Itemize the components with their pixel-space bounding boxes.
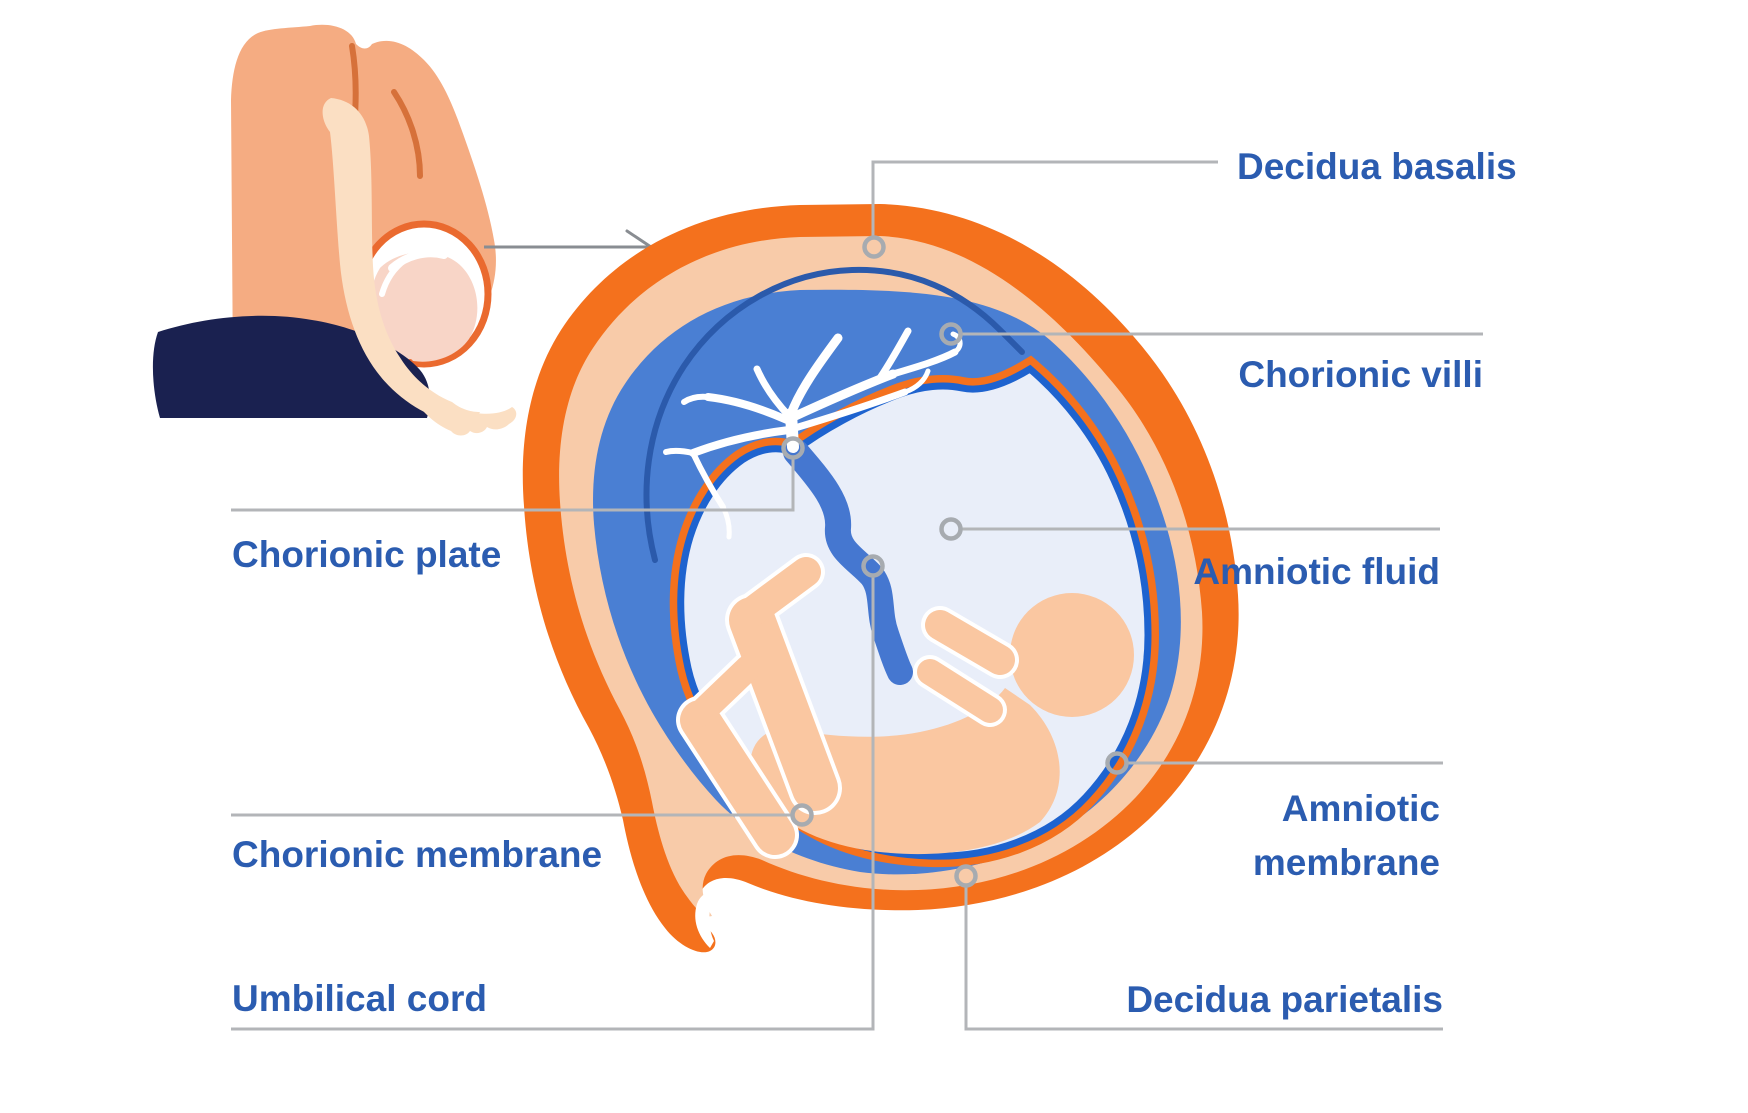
leader-umbilical-cord [231,577,875,1031]
chorionic-villi-anchor-ring [939,322,963,346]
label-amniotic-fluid: Amniotic fluid [1193,551,1440,592]
fetus-thigh [729,597,838,811]
label-decidua-parietalis: Decidua parietalis [1126,979,1443,1020]
leader-lines [231,160,1483,1031]
mother-arm [322,98,480,424]
amniotic-fluid-anchor-ring [939,517,963,541]
label-chorionic-plate: Chorionic plate [232,534,502,575]
chorionic-membrane-anchor-ring [790,803,814,827]
fetus-head [1010,593,1134,717]
label-decidua-basalis: Decidua basalis [1237,146,1517,187]
fetus-lower-foot [687,655,761,727]
fetus-body [750,688,1060,855]
leader-decidua-basalis [871,160,1218,236]
pregnant-woman-illustration [152,24,517,436]
amniotic-membrane-anchor-ring [1105,751,1129,775]
label-umbilical-cord: Umbilical cord [232,978,487,1019]
fetus-forearm [917,659,1003,723]
leader-decidua-parietalis [964,887,1443,1031]
label-chorionic-membrane: Chorionic membrane [232,834,603,875]
fetus-arm [925,610,1015,675]
chorionic-plate-anchor-ring [781,436,805,460]
anchor-rings [781,235,1129,888]
decidua-basalis-anchor-ring [862,235,886,259]
cervix-notch [695,892,716,948]
shirt-chest-fold-line [391,89,423,179]
belly-highlight-2 [379,257,408,297]
mother-hand [410,380,517,436]
belly-uterus-inner [370,252,478,362]
placenta-boundary-line [643,266,1025,563]
callout-arrow-icon [484,229,653,265]
fetus-foot [737,557,821,627]
umbilical-cord-anchor-ring [861,554,885,578]
label-amniotic-membrane: Amniotic membrane [1252,788,1440,883]
leader-chorionic-plate [231,459,795,512]
uterus-cross-section [522,204,1239,953]
decidua-parietalis-anchor-ring [954,864,978,888]
label-chorionic-villi: Chorionic villi [1238,354,1483,395]
chorionic-villi-vessels [663,327,963,540]
